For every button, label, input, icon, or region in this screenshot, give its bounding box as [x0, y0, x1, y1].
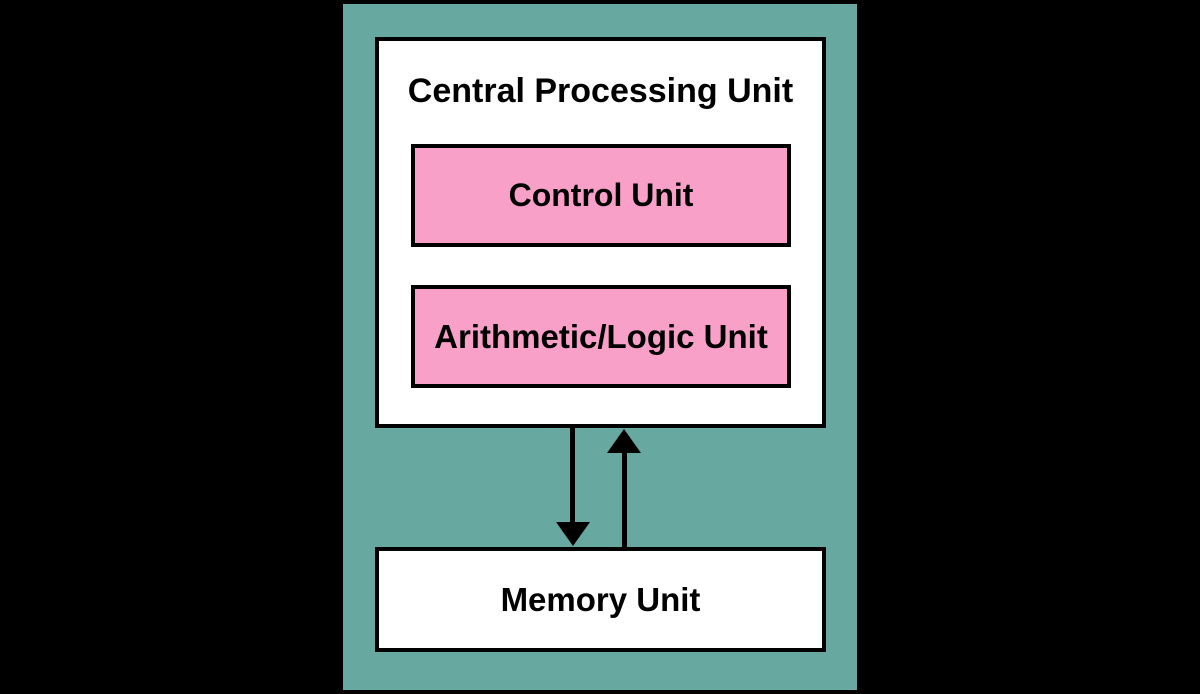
cpu-title: Central Processing Unit — [407, 72, 794, 110]
arithmetic-logic-unit-label: Arithmetic/Logic Unit — [434, 317, 768, 355]
memory-unit-label: Memory Unit — [500, 580, 701, 618]
arrow-up-head-icon — [607, 429, 641, 453]
memory-unit-box: Memory Unit — [375, 547, 826, 652]
arithmetic-logic-unit-box: Arithmetic/Logic Unit — [411, 285, 791, 388]
memory-to-cpu-arrow-shaft — [622, 452, 627, 547]
control-unit-box: Control Unit — [411, 144, 791, 247]
cpu-to-memory-arrow-shaft — [570, 428, 575, 524]
control-unit-label: Control Unit — [508, 177, 694, 213]
arrow-down-head-icon — [556, 522, 590, 546]
